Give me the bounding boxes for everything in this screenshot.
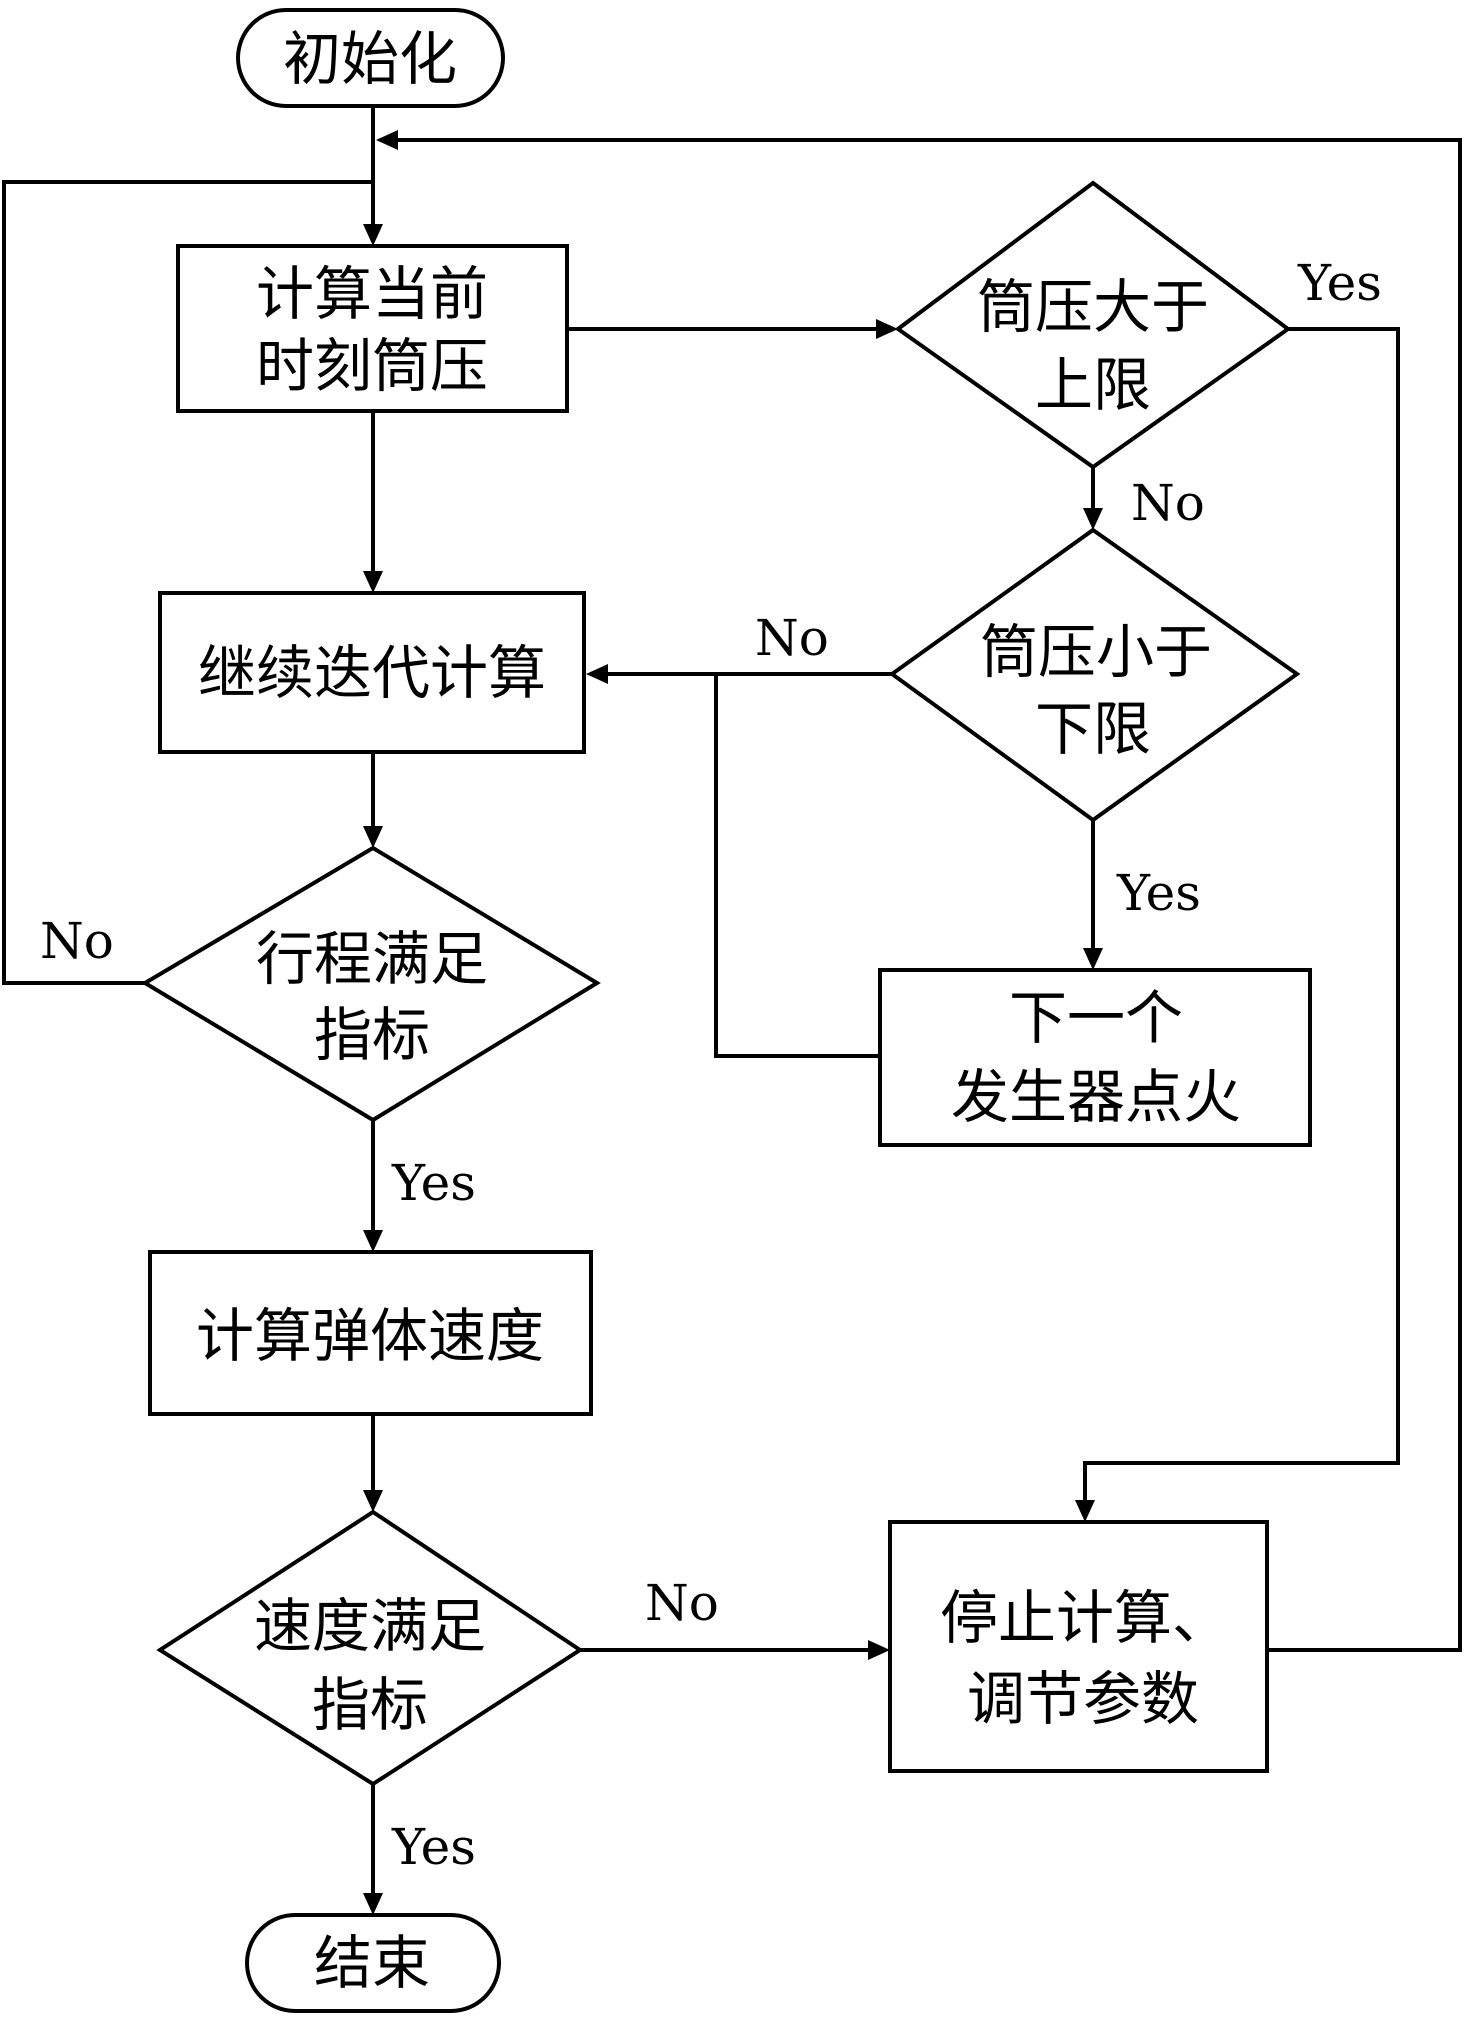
arrowhead [376,130,398,150]
edge-upper-yes [1083,327,1400,1500]
upper-yes-label: Yes [1297,254,1382,312]
start-terminal [236,8,505,108]
velocity-yes-label: Yes [391,1818,476,1876]
continue-iter-box [158,591,586,754]
lower-check-diamond [888,527,1301,823]
arrowhead [1083,948,1103,970]
velocity-check-diamond [156,1509,584,1787]
arrowhead [1075,1500,1095,1522]
calc-velocity-label: 计算弹体速度 [196,1302,544,1370]
lower-check-label-line1: 筒压小于 [980,618,1212,686]
arrowhead [586,664,608,684]
edge-travel-no-loop [2,180,373,985]
arrowhead [1083,508,1103,530]
arrowhead [363,1893,383,1915]
edge-ignite-loop [714,674,880,1058]
arrowhead [868,1640,890,1660]
travel-yes-label: Yes [391,1154,476,1212]
arrowhead [363,1490,383,1512]
lower-yes-label: Yes [1116,864,1201,922]
upper-no-label: No [1131,474,1205,532]
calc-pressure-label-line2: 时刻筒压 [256,332,488,400]
node-labels: 初始化 计算当前 时刻筒压 继续迭代计算 行程满足 指标 计算弹体速度 速度满足… [196,25,1241,1997]
lower-no-label: No [755,609,829,667]
end-terminal [245,1913,501,2013]
arrowhead [363,1230,383,1252]
arrowhead [876,319,898,339]
travel-no-label: No [40,912,114,970]
shapes [141,8,1312,2013]
end-label: 结束 [314,1929,430,1997]
travel-check-diamond [141,845,601,1123]
upper-check-label-line2: 上限 [1035,351,1151,419]
next-ignite-label-line1: 下一个 [1009,984,1183,1052]
edge-labels: Yes No No Yes No Yes No Yes [40,254,1382,1876]
arrowhead [363,826,383,848]
next-ignite-label-line2: 发生器点火 [951,1063,1241,1131]
upper-check-diamond [894,180,1292,470]
travel-check-label-line1: 行程满足 [256,925,488,993]
stop-adjust-box [888,1520,1269,1773]
calc-velocity-box [148,1250,593,1416]
calc-pressure-box [176,244,569,413]
upper-check-label-line1: 筒压大于 [977,273,1209,341]
arrowhead [363,224,383,246]
velocity-check-label-line2: 指标 [312,1671,428,1739]
travel-check-label-line2: 指标 [314,1001,430,1069]
next-ignite-box [878,968,1312,1147]
arrowhead [363,571,383,593]
start-label: 初始化 [283,25,457,93]
stop-adjust-label-line1: 停止计算、 [940,1584,1230,1652]
velocity-no-label: No [645,1574,719,1632]
velocity-check-label-line1: 速度满足 [254,1592,486,1660]
stop-adjust-label-line2: 调节参数 [967,1665,1199,1733]
lower-check-label-line2: 下限 [1035,695,1151,763]
connectors [2,108,1462,1915]
calc-pressure-label-line1: 计算当前 [256,260,488,328]
edge-stop-loop [396,138,1462,1652]
continue-iter-label: 继续迭代计算 [198,639,546,707]
